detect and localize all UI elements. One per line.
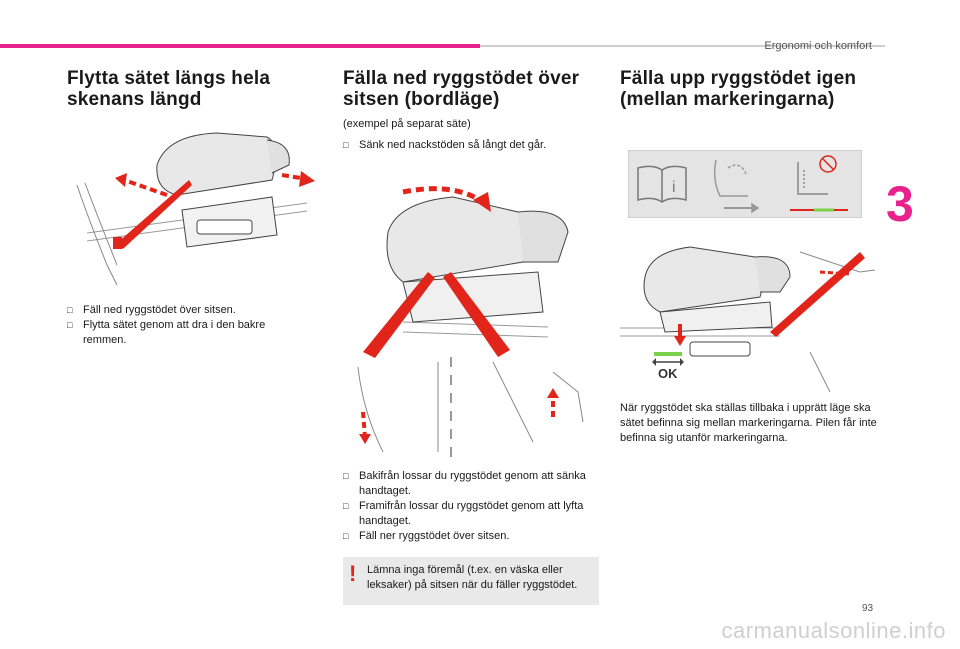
illustration-seat-slide — [76, 132, 315, 286]
col2-instructions: Bakifrån lossar du ryggstödet genom att … — [343, 469, 599, 544]
heading-raise-backrest: Fälla upp ryggstödet igen (mellan marker… — [620, 68, 857, 110]
warning-exclamation-icon: ! — [349, 561, 357, 586]
col1-bullet-2: Flytta sätet genom att dra i den bakre r… — [67, 318, 307, 348]
heading-move-seat: Flytta sätet längs hela skenans längd — [67, 68, 271, 110]
section-title: Ergonomi och komfort — [764, 40, 872, 52]
col1-instructions: Fäll ned ryggstödet över sitsen. Flytta … — [67, 303, 307, 348]
watermark: carmanualsonline.info — [721, 618, 946, 643]
label-pictograms: i — [628, 150, 862, 218]
header-accent-bar — [0, 44, 480, 48]
seat-recline-icon — [713, 159, 760, 214]
book-info-icon: i — [637, 165, 687, 203]
ok-label: OK — [658, 366, 678, 381]
chapter-number: 3 — [886, 176, 914, 232]
warning-box: ! Lämna inga föremål (t.ex. en väska ell… — [343, 557, 599, 605]
col3-text: När ryggstödet ska ställas tillbaka i up… — [620, 401, 882, 446]
col2-bullet-3: Fäll ner ryggstödet över sitsen. — [343, 529, 599, 544]
seat-fold-forbidden-icon — [790, 155, 848, 212]
column-move-seat: Flytta sätet längs hela skenans längd — [67, 68, 307, 110]
svg-text:i: i — [672, 179, 676, 196]
header-rule — [480, 45, 885, 47]
col2-bullet-1: Bakifrån lossar du ryggstödet genom att … — [343, 469, 599, 499]
illustration-fold-backrest — [357, 186, 584, 462]
warning-text: Lämna inga föremål (t.ex. en väska eller… — [367, 564, 578, 591]
illustration-raise-backrest: OK — [620, 246, 876, 392]
page-number: 93 — [862, 603, 874, 614]
col2-bullet-2: Framifrån lossar du ryggstödet genom att… — [343, 499, 599, 529]
col2-bullet-headrests: Sänk ned nackstöden så långt det går. — [343, 138, 599, 153]
note-separate-seat: (exempel på separat säte) — [343, 118, 471, 130]
column-raise-backrest: Fälla upp ryggstödet igen (mellan marker… — [620, 68, 880, 110]
col3-paragraph: När ryggstödet ska ställas tillbaka i up… — [620, 402, 877, 444]
col1-bullet-1: Fäll ned ryggstödet över sitsen. — [67, 303, 307, 318]
heading-fold-backrest: Fälla ned ryggstödet över sitsen (bordlä… — [343, 68, 580, 110]
column-fold-backrest: Fälla ned ryggstödet över sitsen (bordlä… — [343, 68, 599, 153]
